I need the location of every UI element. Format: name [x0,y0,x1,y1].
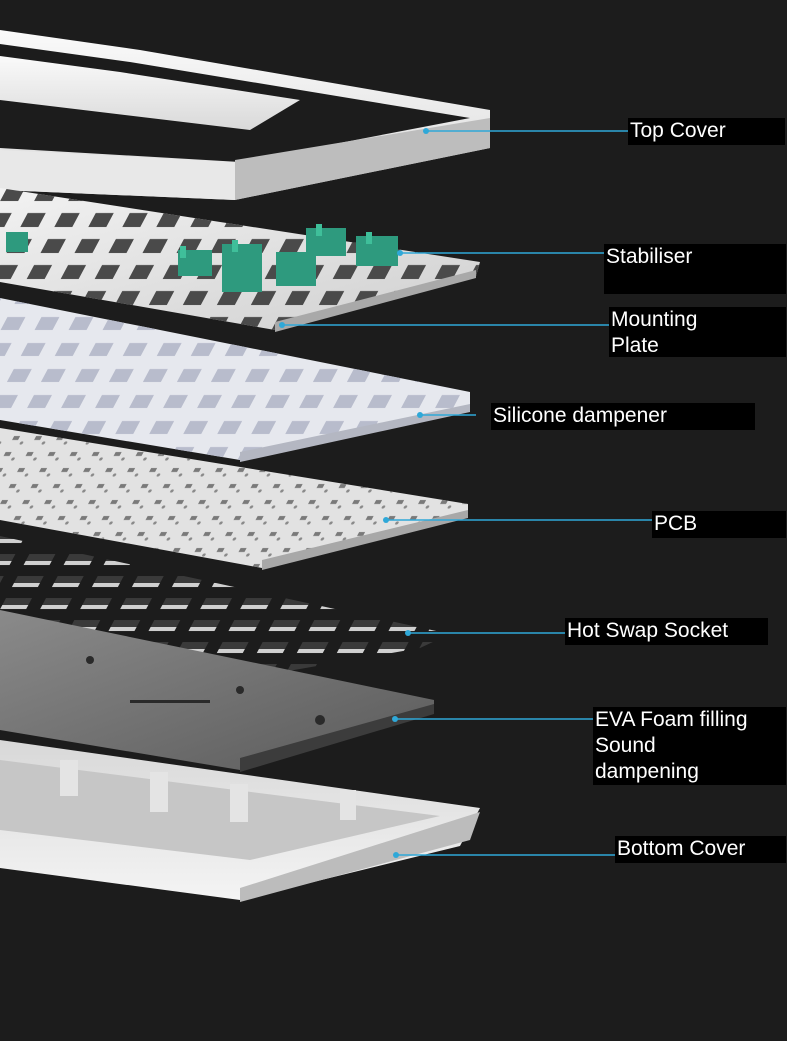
bottom-cover-part [0,740,480,902]
hot-swap-socket-label: Hot Swap Socket [565,618,768,645]
top-cover-label: Top Cover [628,118,785,145]
eva-foam-dot [392,716,398,722]
top-cover-dot [423,128,429,134]
eva-foam-part [0,610,434,772]
pcb-dot [383,517,389,523]
pcb-label: PCB [652,511,786,538]
bottom-cover-dot [393,852,399,858]
mounting-plate-label: Mounting Plate [609,307,786,357]
pcb-part [0,428,468,570]
stabiliser-dot [397,250,403,256]
leader-lines [279,128,654,858]
silicone-dampener-label: Silicone dampener [491,403,755,430]
stabiliser-label: Stabiliser [604,244,786,294]
top-cover-part [0,30,490,200]
silicone-dampener-dot [417,412,423,418]
hot-swap-socket-dot [405,630,411,636]
eva-foam-label: EVA Foam filling Sound dampening [593,707,786,785]
silicone-dampener-part [0,298,470,462]
stabiliser-parts [6,224,398,292]
mounting-plate-dot [279,322,285,328]
bottom-cover-label: Bottom Cover [615,836,786,863]
